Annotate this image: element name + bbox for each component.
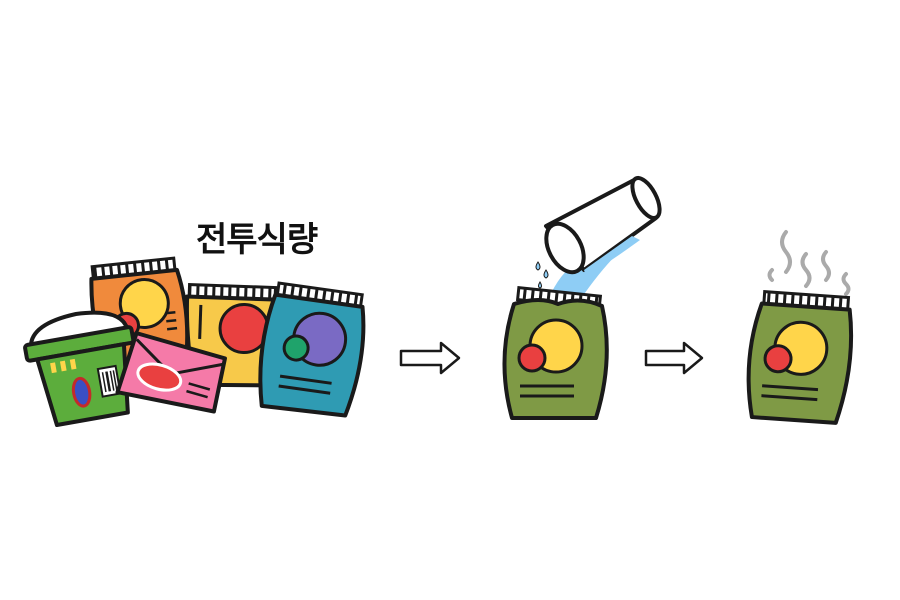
- open-olive-ration-pack: [502, 285, 609, 420]
- arrow-right-icon: [399, 341, 461, 375]
- arrow-right-icon: [644, 341, 704, 375]
- ration-pack-pile: [23, 256, 366, 427]
- steam-icon: [767, 230, 851, 296]
- water-drops: [535, 261, 549, 289]
- pour-water-step: [502, 176, 662, 420]
- green-ration-cup: [23, 310, 136, 427]
- sealed-olive-ration-pack: [746, 290, 854, 425]
- pink-ration-pack: [115, 331, 227, 414]
- water-cup-icon: [544, 176, 662, 276]
- heated-pack-step: [746, 230, 854, 425]
- teal-ration-pack: [258, 281, 366, 418]
- title-label: 전투식량: [196, 220, 318, 260]
